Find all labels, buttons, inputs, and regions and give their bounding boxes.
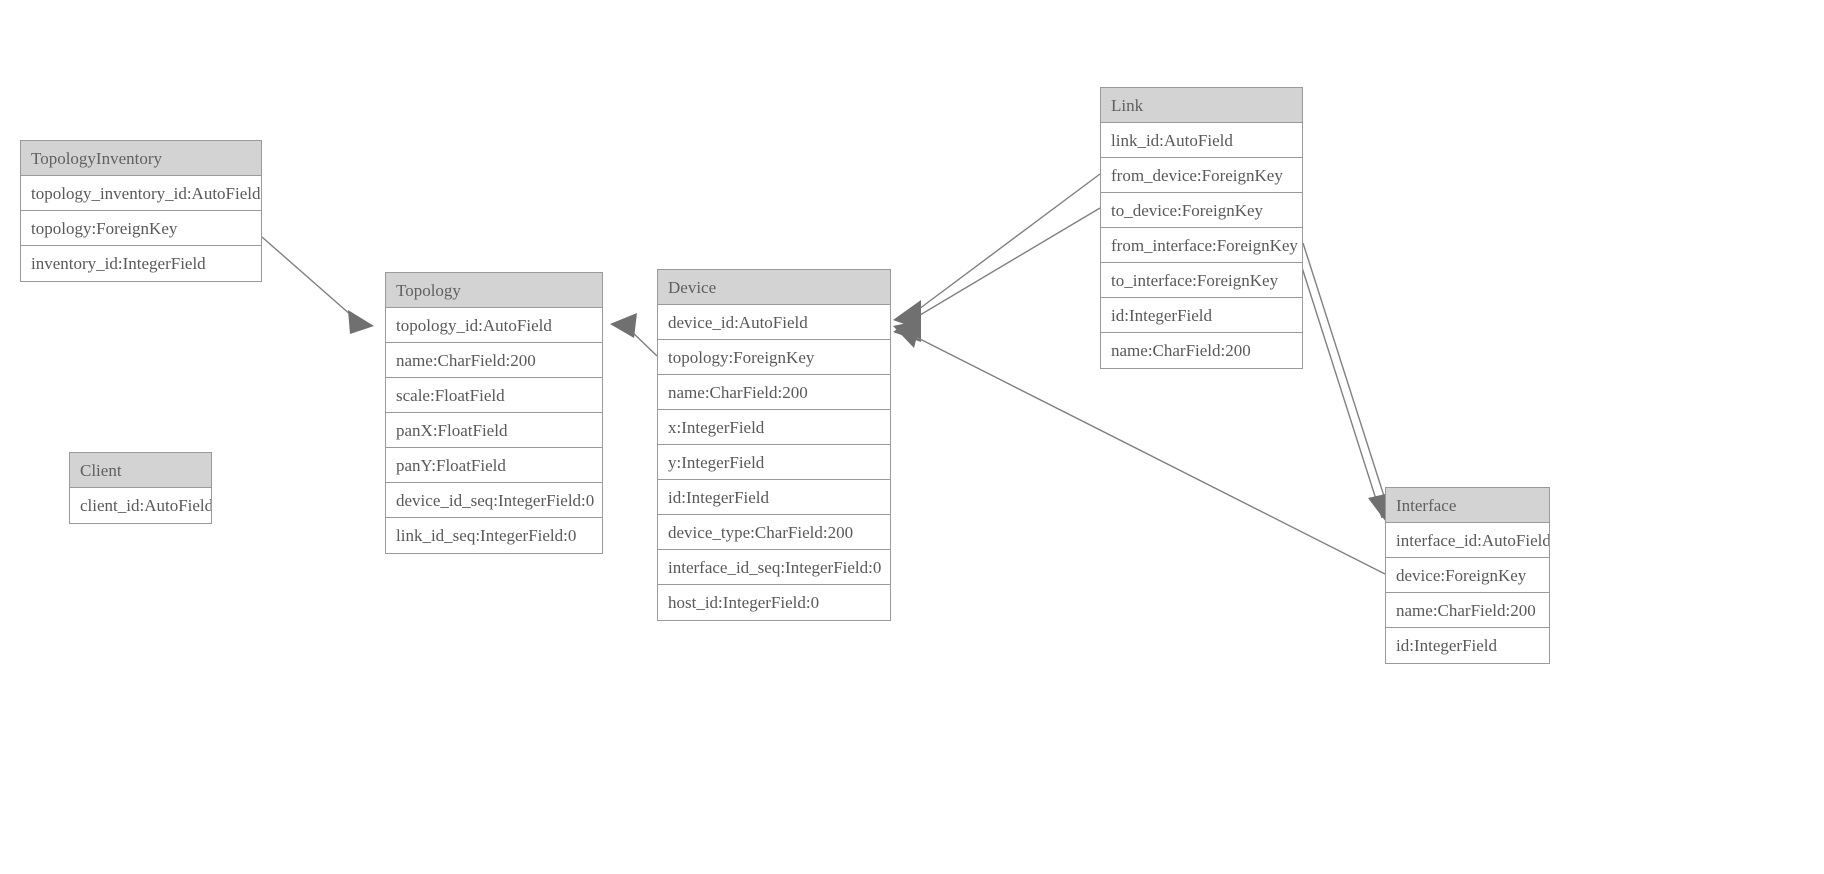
edge-link-to-device <box>893 207 1101 342</box>
field-row: y:IntegerField <box>658 445 890 480</box>
entity-title-topology_inventory: TopologyInventory <box>21 141 261 176</box>
field-row: to_device:ForeignKey <box>1101 193 1302 228</box>
field-row: device:ForeignKey <box>1386 558 1549 593</box>
field-row: device_type:CharField:200 <box>658 515 890 550</box>
field-row: name:CharField:200 <box>658 375 890 410</box>
field-row: link_id:AutoField <box>1101 123 1302 158</box>
field-row: device_id_seq:IntegerField:0 <box>386 483 602 518</box>
entity-title-link: Link <box>1101 88 1302 123</box>
field-row: client_id:AutoField <box>70 488 211 523</box>
field-row: topology_id:AutoField <box>386 308 602 343</box>
entity-fields-client: client_id:AutoField <box>70 488 211 523</box>
edge-topologyinventory-topology <box>261 236 374 334</box>
field-row: to_interface:ForeignKey <box>1101 263 1302 298</box>
edge-link-from-device <box>893 173 1101 330</box>
entity-title-client: Client <box>70 453 211 488</box>
field-row: name:CharField:200 <box>1101 333 1302 368</box>
field-row: host_id:IntegerField:0 <box>658 585 890 620</box>
field-row: interface_id:AutoField <box>1386 523 1549 558</box>
field-row: panX:FloatField <box>386 413 602 448</box>
entity-title-interface: Interface <box>1386 488 1549 523</box>
field-row: id:IntegerField <box>658 480 890 515</box>
field-row: id:IntegerField <box>1101 298 1302 333</box>
entity-title-device: Device <box>658 270 890 305</box>
field-row: panY:FloatField <box>386 448 602 483</box>
field-row: x:IntegerField <box>658 410 890 445</box>
field-row: name:CharField:200 <box>386 343 602 378</box>
field-row: from_interface:ForeignKey <box>1101 228 1302 263</box>
field-row: topology_inventory_id:AutoField <box>21 176 261 211</box>
field-row: scale:FloatField <box>386 378 602 413</box>
field-row: inventory_id:IntegerField <box>21 246 261 281</box>
field-row: topology:ForeignKey <box>21 211 261 246</box>
edge-device-topology <box>610 313 658 357</box>
field-row: interface_id_seq:IntegerField:0 <box>658 550 890 585</box>
field-row: topology:ForeignKey <box>658 340 890 375</box>
edge-link-from-interface <box>1302 242 1392 519</box>
field-row: link_id_seq:IntegerField:0 <box>386 518 602 553</box>
edge-link-to-interface <box>1297 254 1394 530</box>
field-row: from_device:ForeignKey <box>1101 158 1302 193</box>
field-row: id:IntegerField <box>1386 628 1549 663</box>
entity-title-topology: Topology <box>386 273 602 308</box>
field-row: device_id:AutoField <box>658 305 890 340</box>
field-row: name:CharField:200 <box>1386 593 1549 628</box>
